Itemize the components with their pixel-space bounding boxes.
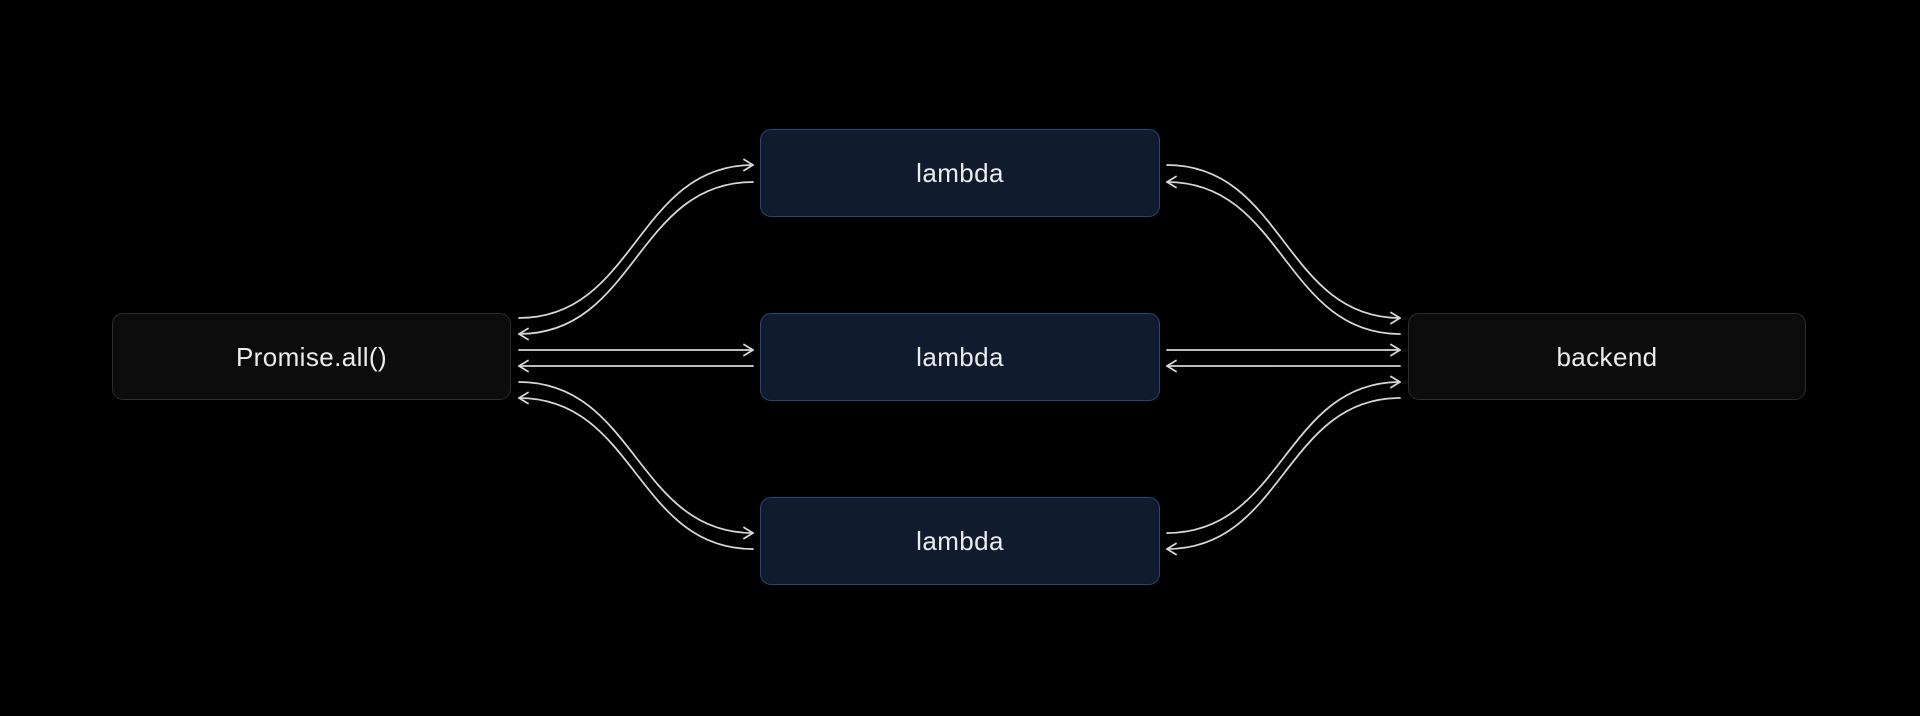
edge-line (1166, 381, 1401, 534)
arrowhead-left-icon (518, 359, 529, 373)
arrowhead-right-icon (743, 158, 754, 172)
node-label: Promise.all() (235, 341, 388, 372)
edge-line (518, 381, 754, 534)
arrowhead-left-icon (1166, 542, 1177, 556)
edge-line (518, 164, 754, 319)
edge-promise-to-lambda1 (518, 158, 754, 319)
edge-backend-to-lambda3 (1166, 397, 1401, 556)
node-lambda-3: lambda (760, 497, 1160, 585)
edge-backend-to-lambda1 (1166, 175, 1401, 335)
arrowhead-left-icon (518, 327, 529, 341)
edge-line (1166, 181, 1401, 335)
node-backend: backend (1408, 313, 1806, 400)
edge-lambda1-to-backend (1166, 164, 1401, 325)
edge-line (1166, 397, 1401, 550)
node-lambda-1: lambda (760, 129, 1160, 217)
edge-promise-to-lambda3 (518, 381, 754, 540)
node-label: lambda (916, 526, 1004, 556)
edge-lambda1-to-promise (518, 181, 754, 341)
arrowhead-left-icon (1166, 359, 1177, 373)
edge-backend-to-lambda2 (1166, 359, 1401, 373)
node-label: backend (1556, 341, 1658, 372)
arrowhead-right-icon (1390, 311, 1401, 325)
arrowhead-right-icon (743, 526, 754, 540)
edge-line (1166, 164, 1401, 319)
arrowhead-right-icon (1390, 343, 1401, 357)
edge-line (518, 397, 754, 550)
edge-lambda3-to-backend (1166, 375, 1401, 534)
node-promise-all: Promise.all() (112, 313, 511, 400)
arrowhead-right-icon (1390, 375, 1401, 389)
node-label: lambda (916, 342, 1004, 372)
edge-line (518, 181, 754, 335)
node-lambda-2: lambda (760, 313, 1160, 401)
arrowhead-right-icon (743, 343, 754, 357)
edge-lambda2-to-backend (1166, 343, 1401, 357)
edge-lambda2-to-promise (518, 359, 754, 373)
edge-promise-to-lambda2 (518, 343, 754, 357)
arrowhead-left-icon (1166, 175, 1177, 189)
edge-lambda3-to-promise (518, 391, 754, 550)
arrowhead-left-icon (518, 391, 529, 405)
node-label: lambda (916, 158, 1004, 188)
